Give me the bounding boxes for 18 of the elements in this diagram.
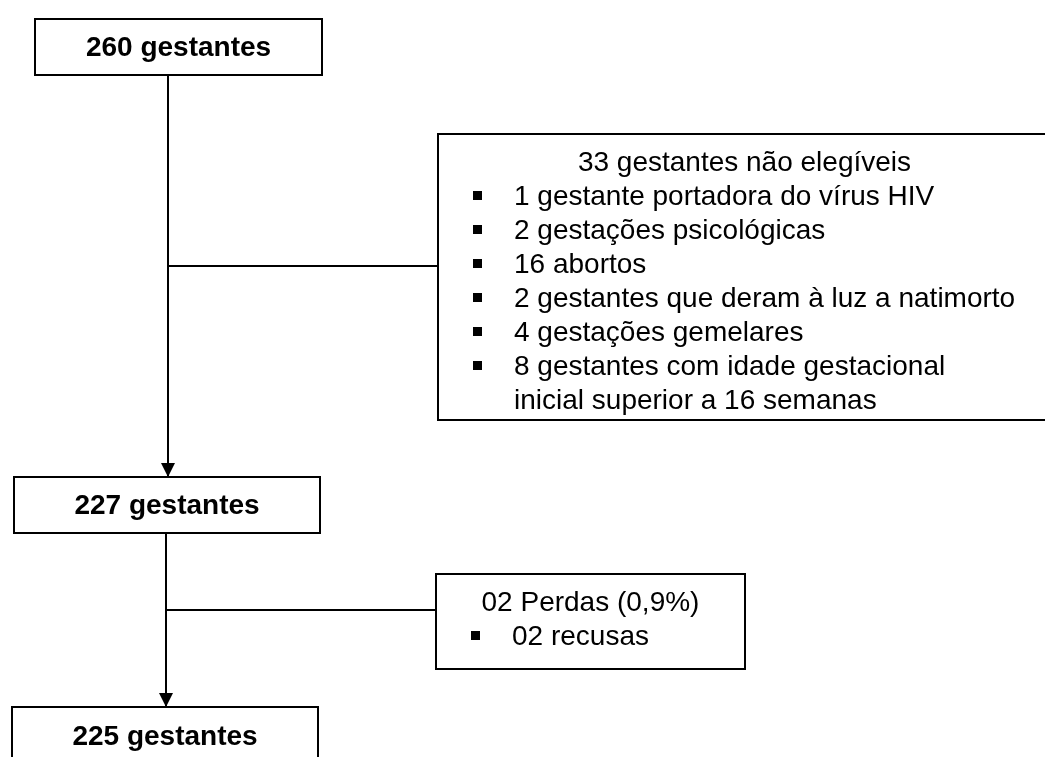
box-title: 260 gestantes [85,30,272,64]
box-title: 02 Perdas (0,9%) [480,585,701,619]
box-title: 227 gestantes [74,488,260,522]
flow-box [435,573,746,670]
flow-box [13,476,321,534]
box-title: 33 gestantes não elegíveis [576,145,913,179]
box-title: 225 gestantes [72,719,258,753]
flow-box [437,133,1045,421]
list-item: 02 recusas [512,619,649,653]
list-item: 2 gestações psicológicas [514,213,826,247]
list-item: 1 gestante portadora do vírus HIV [514,179,935,213]
list-item: 4 gestações gemelares [514,315,804,349]
flow-box [34,18,323,76]
flow-box [11,706,319,757]
connector-line [165,533,436,611]
list-item: 2 gestantes que deram à luz a natimorto [514,281,1016,315]
list-item: 16 abortos [514,247,647,281]
list-item: 8 gestantes com idade gestacional inicial superior a 16 semanas [514,349,947,417]
